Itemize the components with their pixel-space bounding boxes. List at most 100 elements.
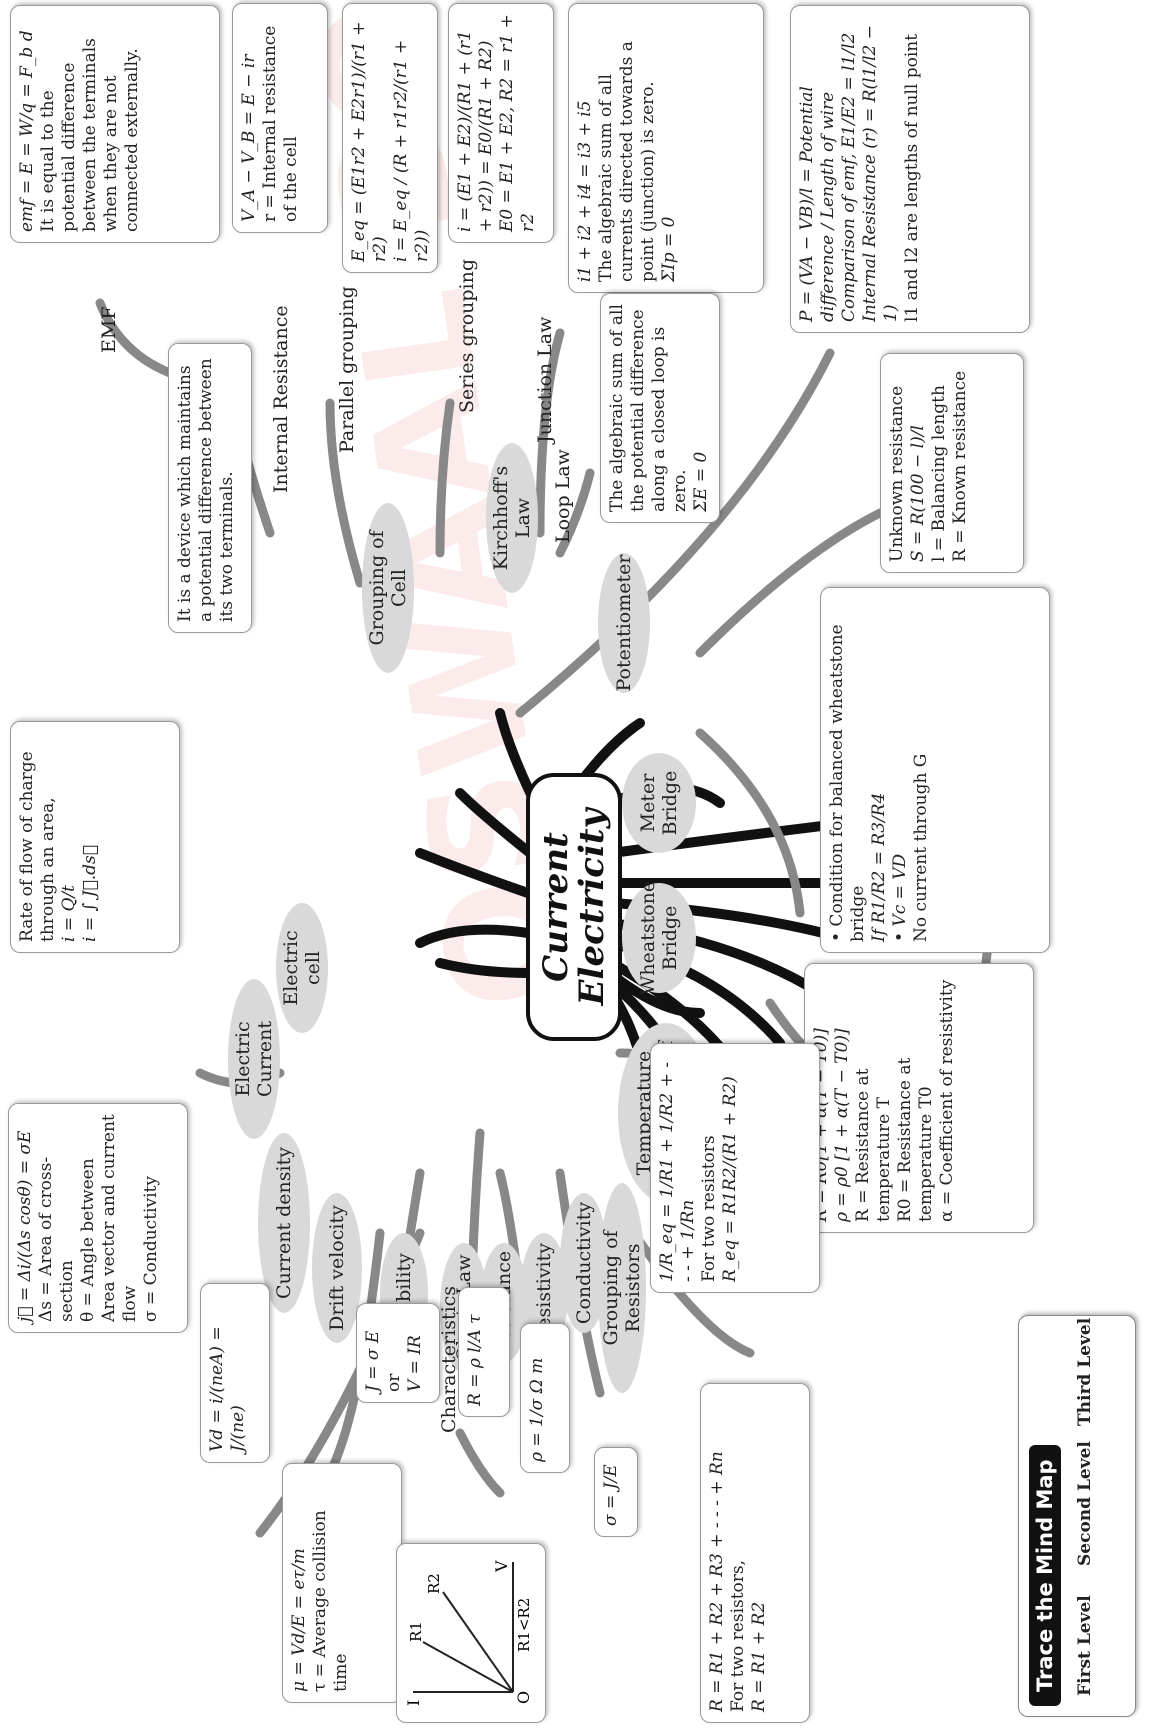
legend-title: Trace the Mind Map [1029,1445,1061,1706]
box-temperature: R = R0[1 + α(T − T0)] ρ = ρ0 [1 + α(T − … [804,963,1034,1233]
series-resistors-formula-1: R = R1 + R2 + R3 + - - - + Rn [707,1451,727,1712]
meter-bridge-formula: S = R(100 − l)/l [908,425,928,562]
current-density-line2: θ = Angle between Area vector and curren… [78,1114,140,1322]
node-grouping-of-cell[interactable]: Grouping of Cell [362,503,414,673]
current-density-line1: Δs = Area of cross-section [36,1156,77,1322]
loop-text: The algebraic sum of all the potential d… [607,304,690,512]
drift-velocity-formula: Vd = i/(neA) = J/(ne) [207,1326,248,1452]
link-meter-box [695,508,885,658]
parallel-resistors-formula-2: R_eq = R1R2/(R1 + R2) [720,1076,740,1282]
box-resistance: R = ρ l/A τ [458,1287,510,1417]
series-formula-2: E0 = E1 + E2, R2 = r1 + r2 [497,14,538,232]
box-resistivity: ρ = 1/σ Ω m [520,1323,570,1473]
box-junction-law: i1 + i2 + i4 = i3 + i5 The algebraic sum… [568,3,764,293]
box-wheatstone-bridge: • Condition for balanced wheatstone brid… [820,587,1050,953]
potentiometer-text: l1 and l2 are lengths of null point [902,33,922,322]
box-series-grouping: i = (E1 + E2)/(R1 + (r1 + r2)) = E0/(R1 … [448,3,554,243]
resistivity-formula: ρ = 1/σ Ω m [527,1357,547,1462]
node-potentiometer[interactable]: Potentiometer [598,553,650,693]
potentiometer-formula-2: Comparison of emf, E1/E2 = l1/l2 [839,32,859,322]
electric-cell-text: It is a device which maintains a potenti… [175,358,237,622]
node-electric-current[interactable]: Electric Current [228,979,280,1139]
node-meter-bridge[interactable]: Meter Bridge [622,753,696,853]
link-loop [555,468,595,558]
parallel-formula-1: E_eq = (E1r2 + E2r1)/(r1 + r2) [349,21,390,262]
legend-first-level: First Level [1075,1595,1095,1696]
axis-v-label: V [492,1560,511,1573]
axis-i-label: I [404,1700,423,1706]
node-wheatstone-bridge[interactable]: Wheatstone Bridge [622,881,696,995]
box-electric-cell: It is a device which maintains a potenti… [168,343,252,633]
potentiometer-formula-3: Internal Resistance (r) = R(l1/l2 − 1) [860,24,901,322]
box-current-density: j⃗ = Δi/(Δs cosθ) = σE Δs = Area of cros… [8,1103,188,1333]
resistance-formula: R = ρ l/A τ [465,1314,485,1407]
node-kirchhoffs-law[interactable]: Kirchhoff's Law [486,443,538,593]
current-density-line3: σ = Conductivity [141,1176,161,1322]
label-characteristics: Characteristics [438,1285,460,1433]
node-electric-cell[interactable]: Electric cell [276,903,328,1033]
link-wheatstone-box [695,728,805,918]
box-characteristics: I V O R1 R2 R1<R2 [396,1543,546,1723]
mobility-formula: μ = Vd/E = eτ/m [289,1548,309,1692]
meter-bridge-line2: R = Known resistance [950,370,970,562]
mobility-text: τ = Average collision time [310,1510,351,1692]
box-ohms-law: J = σ E or V = IR [356,1303,440,1403]
box-series-resistors: R = R1 + R2 + R3 + - - - + Rn For two re… [700,1383,810,1723]
meter-bridge-line1: l = Balancing length [929,385,949,562]
parallel-resistors-formula-1: 1/R_eq = 1/R1 + 1/R2 + - - - + 1/Rn [657,1061,698,1282]
temperature-line3: α = Coefficient of resistivity [937,979,957,1222]
current-density-formula: j⃗ = Δi/(Δs cosθ) = σE [15,1130,35,1322]
wheatstone-formula-1: If R1/R2 = R3/R4 [869,792,889,942]
link-potentiometer-box [515,348,835,718]
box-meter-bridge: Unknown resistance S = R(100 − l)/l l = … [880,353,1024,573]
r1-label: R1 [407,1621,425,1642]
link-parallel [325,398,365,588]
series-resistors-text: For two resistors, [728,1559,748,1712]
temperature-formula-2: ρ = ρ0 [1 + α(T − T0)] [832,1028,852,1222]
box-parallel-resistors: 1/R_eq = 1/R1 + 1/R2 + - - - + 1/Rn For … [650,1043,820,1293]
node-drift-velocity[interactable]: Drift velocity [312,1193,362,1343]
link-potentiometer [455,788,535,858]
temperature-line2: R0 = Resistance at temperature T0 [895,1057,936,1222]
junction-formula-2: ΣIp = 0 [659,216,679,283]
ohms-law-line3: V = IR [405,1335,425,1392]
legend-third-level: Third Level [1075,1317,1095,1426]
label-junction-law: Junction Law [534,316,556,443]
ohms-law-line2: or [384,1373,404,1392]
series-resistors-formula-2: R = R1 + R2 [749,1601,769,1712]
box-parallel-grouping: E_eq = (E1r2 + E2r1)/(r1 + r2) i = E_eq … [342,3,438,273]
link-grouping-of-cell [415,924,533,948]
box-internal-resistance: V_A − V_B = E − ir r = Internal resistan… [232,3,328,233]
box-electric-current: Rate of flow of charge through an area, … [10,721,180,953]
wheatstone-title: • Condition for balanced wheatstone brid… [827,624,868,942]
central-topic-line2: Electricity [572,808,612,1006]
ohms-law-line1: J = σ E [363,1330,383,1392]
link-characteristics [455,1428,505,1498]
r2-label: R2 [425,1573,443,1594]
origin-label: O [514,1691,533,1704]
label-parallel-grouping: Parallel grouping [336,286,358,453]
parallel-resistors-text: For two resistors [699,1135,719,1282]
potentiometer-formula-1: P = (VA − VB)/l = Potential difference /… [797,86,838,322]
wheatstone-formula-2: • Vc = VD [890,853,910,942]
link-emf [95,298,175,378]
box-drift-velocity: Vd = i/(neA) = J/(ne) [200,1283,270,1463]
box-mobility: μ = Vd/E = eτ/m τ = Average collision ti… [282,1463,402,1703]
meter-bridge-title: Unknown resistance [887,385,907,562]
box-potentiometer: P = (VA − VB)/l = Potential difference /… [790,5,1030,333]
node-grouping-of-resistors[interactable]: Grouping of Resistors [598,1183,646,1393]
central-topic-line1: Current [536,832,576,982]
label-emf: EMF [98,306,120,353]
central-topic: Current Electricity [526,773,622,1041]
link-electric-cell [435,958,535,978]
loop-formula: ΣE = 0 [691,451,711,512]
wheatstone-text: No current through G [911,753,931,942]
box-conductivity: σ = J/E [594,1447,638,1537]
label-internal-resistance: Internal Resistance [270,305,292,493]
parallel-formula-2: i = E_eq / (R + r1r2/(r1 + r2)) [391,39,432,262]
vi-characteristics-graph: I V O R1 R2 R1<R2 [404,1560,533,1706]
junction-formula: i1 + i2 + i4 = i3 + i5 [575,100,595,282]
electric-current-formula-2: i = ∫ J⃗.ds⃗ [80,845,100,942]
link-kirchhoff [415,848,533,898]
